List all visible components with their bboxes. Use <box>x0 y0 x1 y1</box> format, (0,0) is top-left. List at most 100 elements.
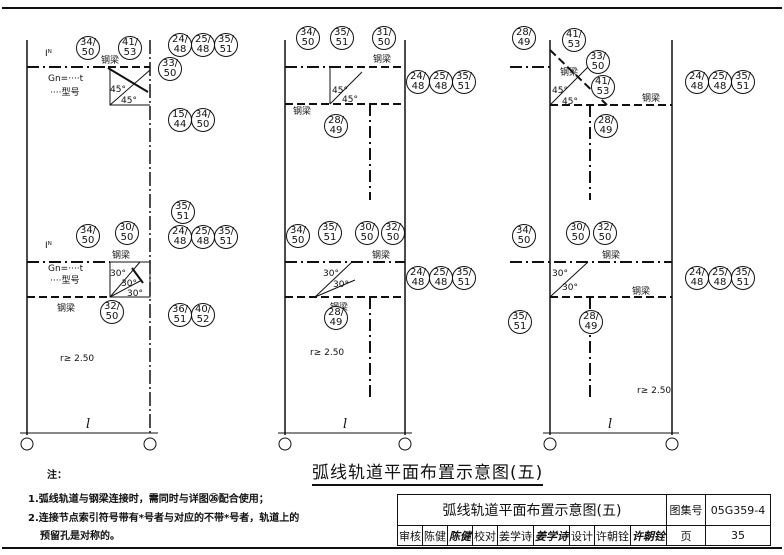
angle-label: 45° <box>552 86 568 96</box>
detail-index-bubble: 30/50 <box>355 221 379 245</box>
check-label: 校对 <box>472 525 498 546</box>
bubble-text: 28/49 <box>582 311 600 332</box>
bubble-text: 24/48 <box>688 267 706 288</box>
bubble-text: 35/51 <box>734 267 752 288</box>
design-label: 设计 <box>569 525 595 546</box>
track-line <box>107 67 149 93</box>
angle-line <box>549 261 589 298</box>
detail-index-bubble: 30/50 <box>566 221 590 245</box>
bubble-text: 30/50 <box>118 222 136 243</box>
detail-index-bubble: 35/51 <box>452 266 476 290</box>
detail-index-bubble: 25/48 <box>708 266 732 290</box>
angle-line <box>109 69 151 106</box>
detail-index-bubble: 28/49 <box>324 306 348 330</box>
bubble-text: 28/49 <box>597 115 615 136</box>
detail-index-bubble: 24/48 <box>406 70 430 94</box>
bubble-text: 41/53 <box>594 76 612 97</box>
bubble-text: 34/50 <box>79 37 97 58</box>
detail-index-bubble: 30/50 <box>115 221 139 245</box>
detail-index-bubble: 34/50 <box>512 224 536 248</box>
detail-index-bubble: 36/51 <box>168 303 192 327</box>
angle-line <box>314 279 356 298</box>
angle-label: 45° <box>332 86 348 96</box>
detail-index-bubble: 15/44 <box>168 108 192 132</box>
bubble-text: 41/53 <box>565 29 583 50</box>
detail-index-bubble: 34/50 <box>191 108 215 132</box>
axis-marker <box>665 437 679 451</box>
beam-label: 钢梁 <box>293 105 311 117</box>
gn-label: Gn=····t <box>48 264 84 274</box>
notes-heading: 注： <box>47 470 67 481</box>
detail-index-bubble: 35/51 <box>214 225 238 249</box>
detail-index-bubble: 41/53 <box>562 28 586 52</box>
detail-index-bubble: 35/51 <box>452 70 476 94</box>
detail-index-bubble: 28/49 <box>324 114 348 138</box>
bubble-text: 34/50 <box>194 109 212 130</box>
bubble-text: 32/50 <box>103 301 121 322</box>
bubble-text: 35/51 <box>174 201 192 222</box>
designer-signature: 许朝铨 <box>630 525 667 546</box>
bubble-text: 24/48 <box>409 267 427 288</box>
bubble-text: 15/44 <box>171 109 189 130</box>
model-label: ····型号 <box>50 275 79 286</box>
detail-index-bubble: 32/50 <box>593 221 617 245</box>
note-item: 预留孔是对称的。 <box>40 531 120 542</box>
support-label: Iᴺ <box>45 241 52 251</box>
bubble-text: 25/48 <box>194 226 212 247</box>
atlas-label: 图集号 <box>666 494 706 526</box>
reviewer-name: 陈健 <box>422 525 448 546</box>
bubble-text: 30/50 <box>569 222 587 243</box>
axis-marker <box>143 437 157 451</box>
bubble-text: 28/49 <box>515 27 533 48</box>
detail-index-bubble: 35/51 <box>171 200 195 224</box>
detail-index-bubble: 28/49 <box>579 310 603 334</box>
detail-index-bubble: 25/48 <box>708 70 732 94</box>
note-item: 2.连接节点索引符号带有*号者与对应的不带*号者，轨道上的 <box>28 513 300 524</box>
bubble-text: 35/51 <box>217 226 235 247</box>
detail-index-bubble: 25/48 <box>429 266 453 290</box>
bubble-text: 28/49 <box>327 115 345 136</box>
bubble-text: 24/48 <box>171 226 189 247</box>
detail-index-bubble: 24/48 <box>406 266 430 290</box>
beam-label: 钢梁 <box>560 66 578 78</box>
beam-label: 钢梁 <box>632 285 650 297</box>
detail-index-bubble: 35/51 <box>330 26 354 50</box>
drawing-title: 弧线轨道平面布置示意图(五) <box>312 458 544 486</box>
beam-label: 钢梁 <box>57 302 75 314</box>
beam-label: 钢梁 <box>373 53 391 65</box>
axis-marker <box>20 437 34 451</box>
page-label: 页 <box>666 525 706 546</box>
bubble-text: 35/51 <box>511 311 529 332</box>
checker-signature: 姜学诗 <box>533 525 570 546</box>
bubble-text: 32/50 <box>384 222 402 243</box>
detail-index-bubble: 41/53 <box>118 36 142 60</box>
bubble-text: 35/51 <box>455 267 473 288</box>
beam-label: 钢梁 <box>602 249 620 261</box>
bubble-text: 24/48 <box>409 71 427 92</box>
reviewer-signature: 陈健 <box>447 525 473 546</box>
detail-index-bubble: 33/50 <box>586 50 610 74</box>
beam-label: 钢梁 <box>642 92 660 104</box>
detail-index-bubble: 32/50 <box>381 221 405 245</box>
detail-index-bubble: 35/51 <box>508 310 532 334</box>
beam-label: 钢梁 <box>112 249 130 261</box>
bubble-text: 28/49 <box>327 307 345 328</box>
angle-label: 45° <box>342 95 358 105</box>
beam-outline <box>109 261 151 298</box>
detail-index-bubble: 35/51 <box>318 221 342 245</box>
bubble-text: 25/48 <box>432 267 450 288</box>
title-block-title: 弧线轨道平面布置示意图(五) <box>397 494 667 526</box>
bubble-text: 30/50 <box>358 222 376 243</box>
bubble-text: 33/50 <box>161 58 179 79</box>
angle-label: 45° <box>110 85 126 95</box>
detail-index-bubble: 24/48 <box>168 33 192 57</box>
angle-label: 45° <box>121 96 137 106</box>
bubble-text: 35/51 <box>455 71 473 92</box>
angle-label: 30° <box>127 289 143 299</box>
detail-index-bubble: 35/51 <box>731 266 755 290</box>
detail-index-bubble: 34/50 <box>76 36 100 60</box>
angle-label: 30° <box>121 279 137 289</box>
title-block: 弧线轨道平面布置示意图(五) 图集号 05G359-4 审核 陈健 陈健 校对 … <box>397 494 771 546</box>
bubble-text: 35/51 <box>321 222 339 243</box>
